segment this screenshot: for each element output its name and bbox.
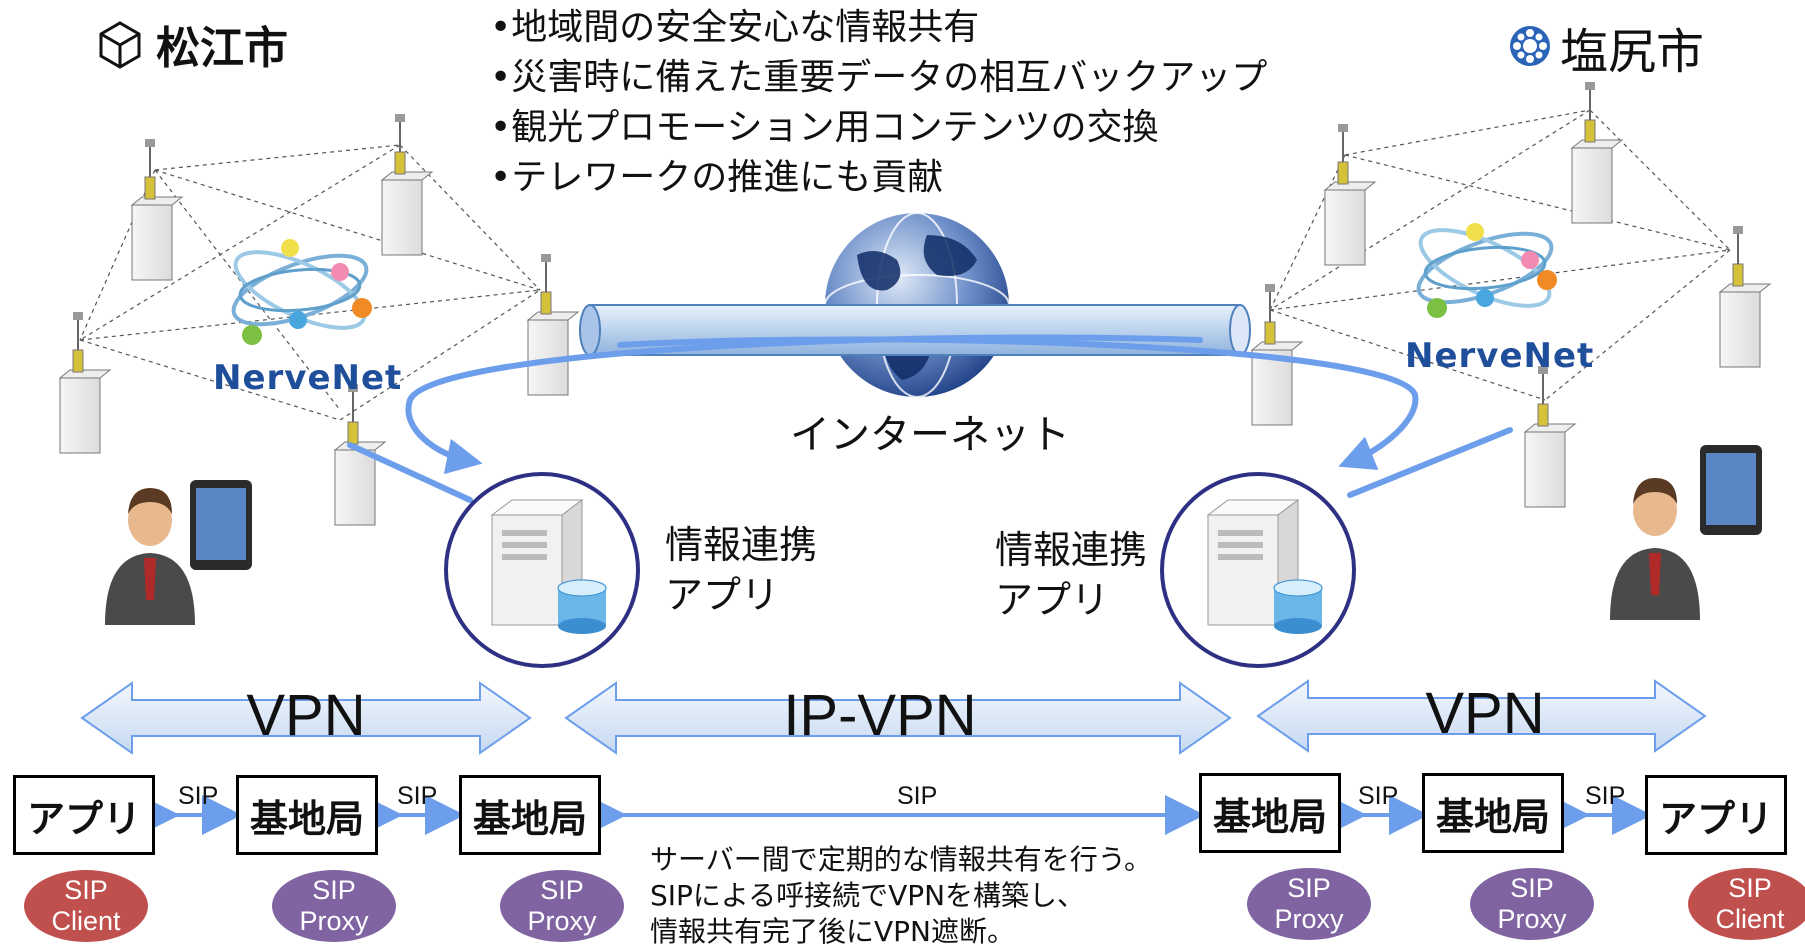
base-station-node: 基地局 <box>1199 773 1341 853</box>
badge-line2: Proxy <box>527 906 597 936</box>
sip-proxy-badge: SIP Proxy <box>500 870 624 942</box>
bullet-item: •地域間の安全安心な情報共有 <box>490 7 980 48</box>
server-app-label-right: 情報連携 アプリ <box>995 525 1147 625</box>
badge-line1: SIP <box>540 875 584 905</box>
base-station-node: 基地局 <box>1422 773 1564 853</box>
base-station-node: 基地局 <box>459 775 601 855</box>
nervenet-logo-left <box>231 239 372 345</box>
user-icon-right <box>1610 445 1762 620</box>
base-station-icon <box>1250 284 1304 426</box>
bullet-item: •観光プロモーション用コンテンツの交換 <box>490 107 1159 148</box>
base-station-icon <box>1523 366 1577 508</box>
base-station-node: 基地局 <box>236 775 378 855</box>
base-station-icons <box>58 82 1772 526</box>
mesh-links-left <box>79 144 541 421</box>
sip-proxy-badge: SIP Proxy <box>272 870 396 942</box>
mesh-links-right <box>1269 109 1731 401</box>
badge-line1: SIP <box>1510 873 1554 903</box>
nervenet-logo-right <box>1416 223 1557 318</box>
vpn-arrow-right <box>1256 679 1707 753</box>
base-station-icon <box>333 384 387 526</box>
note-line: SIPによる呼接続でVPNを構築し、 <box>650 879 1086 912</box>
sip-link-label: SIP <box>1585 782 1626 810</box>
badge-line2: Proxy <box>1274 904 1344 934</box>
base-station-icon <box>526 254 580 396</box>
vpn-arrow-left <box>80 681 532 755</box>
base-station-icon <box>58 312 112 454</box>
base-station-icon <box>1718 226 1772 368</box>
badge-line1: SIP <box>1287 873 1331 903</box>
sip-client-badge: SIP Client <box>1688 868 1805 940</box>
server-app-label-left: 情報連携 アプリ <box>665 520 817 620</box>
badge-line1: SIP <box>64 875 108 905</box>
nervenet-label-left: NerveNet <box>213 358 403 398</box>
bullet-item: •テレワークの推進にも貢献 <box>490 157 944 198</box>
sip-link-label: SIP <box>897 782 938 810</box>
ipvpn-arrow <box>564 681 1232 755</box>
bullet-item: •災害時に備えた重要データの相互バックアップ <box>490 57 1268 98</box>
app-node-left: アプリ <box>13 775 155 855</box>
app-node-right: アプリ <box>1645 775 1787 855</box>
badge-line2: Proxy <box>1497 904 1567 934</box>
note-line: サーバー間で定期的な情報共有を行う。 <box>650 843 1153 876</box>
server-app-label-line1: 情報連携 <box>665 523 818 567</box>
matsue-emblem-icon <box>99 21 141 69</box>
nervenet-label-right: NerveNet <box>1405 336 1595 376</box>
internet-route-arrows <box>347 334 1513 503</box>
sip-proxy-badge: SIP Proxy <box>1470 868 1594 940</box>
base-station-icon <box>380 114 434 256</box>
internet-label: インターネット <box>790 412 1070 458</box>
base-station-icon <box>1570 82 1624 224</box>
sip-client-badge: SIP Client <box>24 870 148 942</box>
ipvpn-label: IP-VPN <box>783 683 977 748</box>
city-name-left: 松江市 <box>156 23 288 74</box>
vpn-label-right: VPN <box>1425 681 1545 746</box>
badge-line1: SIP <box>312 875 356 905</box>
sip-link-label: SIP <box>1358 782 1399 810</box>
vpn-label-left: VPN <box>246 683 366 748</box>
sip-link-label: SIP <box>397 782 438 810</box>
city-name-right: 塩尻市 <box>1560 24 1705 80</box>
server-app-label-line2: アプリ <box>995 578 1110 622</box>
badge-line2: Client <box>1715 904 1785 934</box>
vpn-arrows <box>80 679 1707 755</box>
sip-link-label: SIP <box>178 782 219 810</box>
badge-line2: Proxy <box>299 906 369 936</box>
user-icon-left <box>105 480 252 625</box>
server-icon-left <box>444 472 640 668</box>
badge-line2: Client <box>51 906 121 936</box>
server-app-label-line1: 情報連携 <box>995 528 1148 572</box>
note-line: 情報共有完了後にVPN遮断。 <box>650 915 1015 948</box>
shiojiri-emblem-icon <box>1510 26 1550 66</box>
base-station-icon <box>1323 124 1377 266</box>
sip-proxy-badge: SIP Proxy <box>1247 868 1371 940</box>
server-app-label-line2: アプリ <box>665 573 780 617</box>
server-icon-right <box>1160 472 1356 668</box>
base-station-icon <box>130 139 184 281</box>
badge-line1: SIP <box>1728 873 1772 903</box>
